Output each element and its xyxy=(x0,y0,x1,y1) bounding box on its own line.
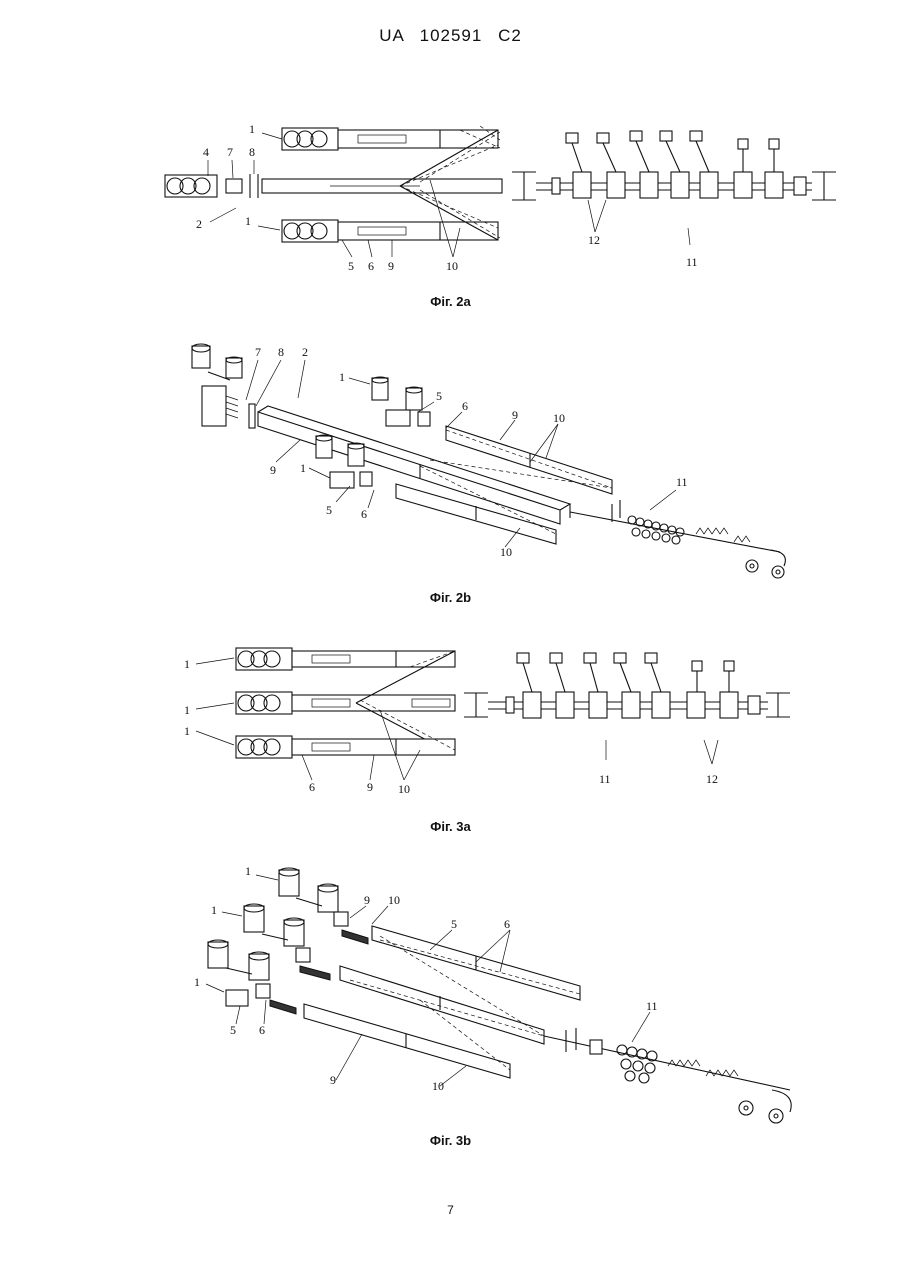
fig3b-label: 5 xyxy=(230,1023,236,1037)
patent-header: UA 102591 C2 xyxy=(0,26,901,46)
page-number: 7 xyxy=(0,1203,901,1217)
fig2b-label: 7 xyxy=(255,345,261,359)
fig3b-label: 10 xyxy=(432,1079,444,1093)
figure-3b-caption: Фіг. 3b xyxy=(0,1133,901,1148)
mill-drives xyxy=(566,131,779,172)
fig2b-label: 6 xyxy=(462,399,468,413)
figure-2b-caption: Фіг. 2b xyxy=(0,590,901,605)
figure-3a-drawing: 1 1 1 6 9 10 11 12 xyxy=(0,640,901,810)
figure-2a-caption: Фіг. 2a xyxy=(0,294,901,309)
fig2b-label: 9 xyxy=(270,463,276,477)
fig3a-label: 10 xyxy=(398,782,410,796)
fig3b-label: 6 xyxy=(504,917,510,931)
fig2b-label: 6 xyxy=(361,507,367,521)
fig2b-label: 1 xyxy=(339,370,345,384)
figure-3a-caption: Фіг. 3a xyxy=(0,819,901,834)
fig3a-label: 1 xyxy=(184,657,190,671)
patent-number: 102591 xyxy=(420,26,483,45)
fig3a-leaders xyxy=(196,658,718,780)
fig2a-label: 1 xyxy=(249,122,255,136)
fig2b-label: 11 xyxy=(676,475,688,489)
fig2a-label: 8 xyxy=(249,145,255,159)
fig2b-upper-strand xyxy=(372,377,612,494)
fig2b-label: 9 xyxy=(512,408,518,422)
patent-kind: C2 xyxy=(498,26,522,45)
fig2a-label: 4 xyxy=(203,145,209,159)
figure-3b-drawing: 1 1 1 5 6 9 10 5 6 9 10 11 xyxy=(0,858,901,1128)
fig3b-label: 10 xyxy=(388,893,400,907)
fig3a-label: 11 xyxy=(599,772,611,786)
fig2a-label: 12 xyxy=(588,233,600,247)
patent-office: UA xyxy=(379,26,404,45)
fig3b-label: 9 xyxy=(364,893,370,907)
fig3a-label: 6 xyxy=(309,780,315,794)
fig2b-rolling-mill xyxy=(570,500,785,578)
fig2a-label: 11 xyxy=(686,255,698,269)
fig3a-strand-top xyxy=(236,648,455,670)
fig3a-label: 12 xyxy=(706,772,718,786)
fig2b-label: 1 xyxy=(300,461,306,475)
fig3b-ladles-middle xyxy=(244,904,310,962)
fig2a-label: 10 xyxy=(446,259,458,273)
fig2a-label: 9 xyxy=(388,259,394,273)
fig2a-label: 2 xyxy=(196,217,202,231)
fig3a-label: 9 xyxy=(367,780,373,794)
fig3b-label: 6 xyxy=(259,1023,265,1037)
fig2b-roll-stands xyxy=(628,516,750,544)
fig2b-label: 10 xyxy=(553,411,565,425)
fig2a-label: 1 xyxy=(245,214,251,228)
mill-stands xyxy=(573,172,783,198)
fig2b-label: 10 xyxy=(500,545,512,559)
fig3b-label: 1 xyxy=(211,903,217,917)
fig2a-label: 6 xyxy=(368,259,374,273)
fig3a-label: 1 xyxy=(184,703,190,717)
figure-2a-drawing: 1 1 2 4 7 8 5 6 9 10 12 11 xyxy=(0,110,901,290)
fig2b-left-ladle xyxy=(192,344,255,428)
fig3a-reference-labels: 1 1 1 6 9 10 11 12 xyxy=(184,657,718,796)
fig3a-label: 1 xyxy=(184,724,190,738)
fig3b-ladles-top xyxy=(279,868,348,926)
fig2b-label: 8 xyxy=(278,345,284,359)
fig2b-label: 2 xyxy=(302,345,308,359)
fig2a-label: 5 xyxy=(348,259,354,273)
fig3b-label: 11 xyxy=(646,999,658,1013)
fig3b-rolling-mill xyxy=(544,1028,791,1123)
fig3b-ladles-bottom xyxy=(208,940,270,1006)
fig3b-label: 1 xyxy=(245,864,251,878)
fig3b-label: 9 xyxy=(330,1073,336,1087)
fig2b-label: 5 xyxy=(436,389,442,403)
fig2a-rolling-mill xyxy=(512,131,836,200)
fig3b-label: 5 xyxy=(451,917,457,931)
fig2a-lower-strand xyxy=(282,220,498,242)
fig2a-label: 7 xyxy=(227,145,233,159)
figure-2b-drawing: 7 8 2 1 5 6 9 10 9 1 5 6 10 11 xyxy=(0,338,901,588)
fig2b-label: 5 xyxy=(326,503,332,517)
fig3a-rolling-mill xyxy=(464,653,790,718)
fig2a-upper-strand xyxy=(282,126,500,150)
fig3b-label: 1 xyxy=(194,975,200,989)
